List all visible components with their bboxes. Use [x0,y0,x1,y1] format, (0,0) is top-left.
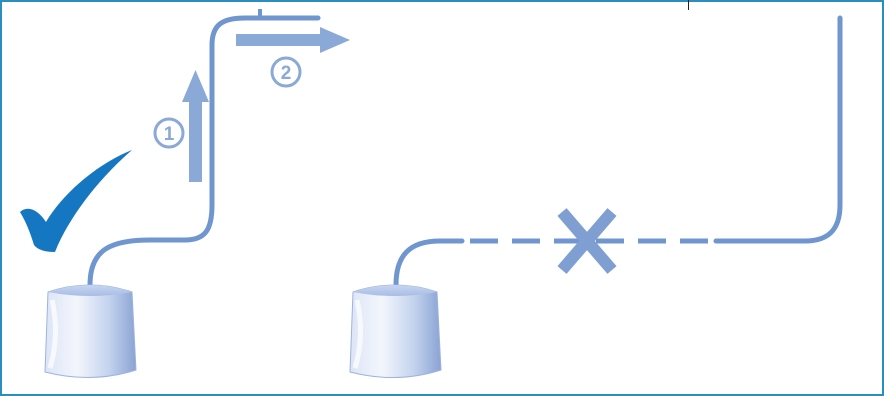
discharge-pipe-incorrect-left [393,238,465,288]
vent-cap [258,9,262,19]
arrow-up-icon [182,70,209,182]
discharge-pipe-incorrect-right [713,15,843,244]
top-tick-mark [688,0,689,10]
incorrect-installation [349,15,843,378]
check-icon [20,150,132,252]
arrow-right-icon [236,27,350,53]
pump-tank-right [349,284,442,378]
pump-tank-left [44,284,137,378]
step-2-label: 2 [281,63,292,84]
step-1-badge: 1 [153,117,185,149]
step-1-label: 1 [164,124,175,145]
discharge-pipe-correct [87,15,321,288]
step-2-badge: 2 [270,56,302,88]
correct-installation: 1 2 [20,9,350,378]
cross-icon [557,208,617,274]
